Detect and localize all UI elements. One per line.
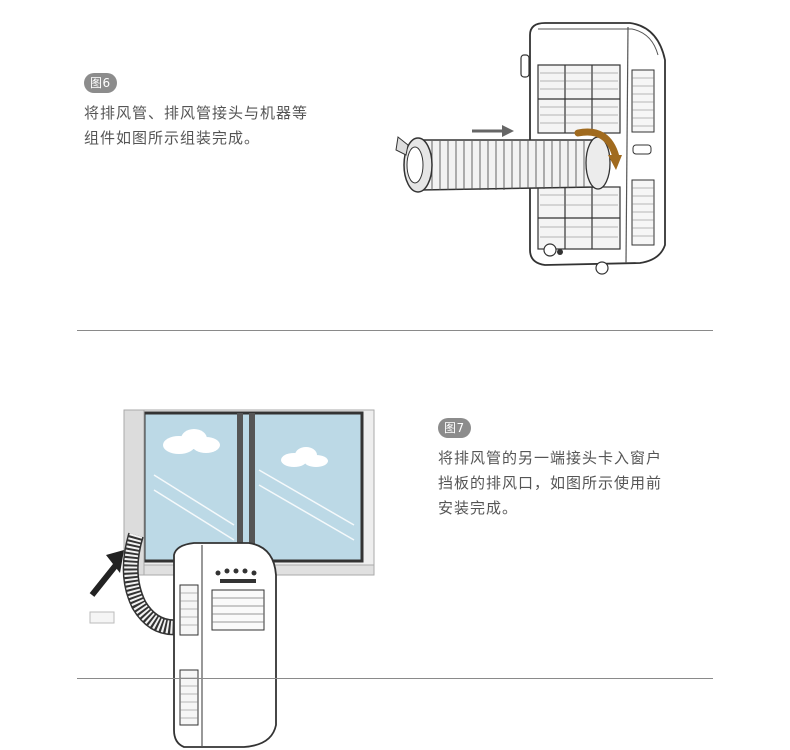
step-6: 图6 将排风管、排风管接头与机器等 组件如图所示组装完成。 xyxy=(84,72,308,151)
step-7: 图7 将排风管的另一端接头卡入窗户 挡板的排风口，如图所示使用前 安装完成。 xyxy=(438,417,662,521)
step-text-line: 组件如图所示组装完成。 xyxy=(84,129,261,147)
section-divider xyxy=(77,678,713,679)
step-text-line: 将排风管、排风管接头与机器等 xyxy=(84,104,309,122)
section-divider xyxy=(77,330,713,331)
ac-hose-assembly-illustration xyxy=(395,22,666,275)
wall-socket-icon xyxy=(89,611,115,624)
cloud-icon xyxy=(163,429,220,454)
cloud-icon xyxy=(281,447,328,467)
step-text-line: 将排风管的另一端接头卡入窗户 xyxy=(438,449,663,467)
step-badge: 图6 xyxy=(84,73,117,93)
step-text-line: 挡板的排风口，如图所示使用前 xyxy=(438,474,663,492)
pointer-arrow-icon xyxy=(89,550,124,597)
step-description: 将排风管、排风管接头与机器等 组件如图所示组装完成。 xyxy=(84,101,308,151)
step-text-line: 安装完成。 xyxy=(438,499,519,517)
window-install-illustration xyxy=(89,409,375,748)
direction-arrow-icon xyxy=(472,125,514,137)
step-badge: 图7 xyxy=(438,418,471,438)
rotate-arrow-icon xyxy=(608,155,622,170)
step-description: 将排风管的另一端接头卡入窗户 挡板的排风口，如图所示使用前 安装完成。 xyxy=(438,446,662,521)
